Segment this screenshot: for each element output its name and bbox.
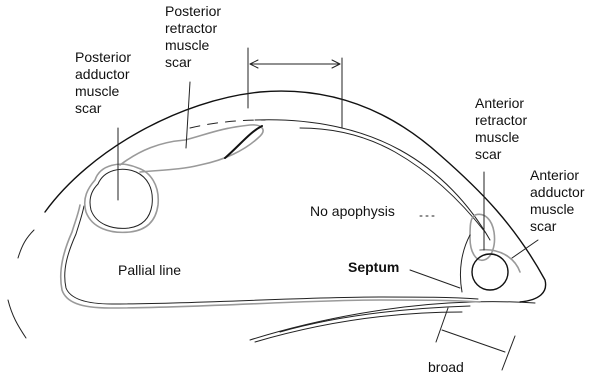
pallial-outline	[61, 205, 480, 308]
label-line: adductor	[75, 66, 130, 82]
broad-dimension-bar	[442, 330, 505, 352]
septum-shape	[460, 235, 470, 292]
label-line: retractor	[165, 20, 217, 36]
label-septum: Septum	[348, 259, 399, 275]
left-bracket-bottom	[8, 300, 26, 338]
label-line: scar	[75, 100, 102, 116]
label-line: muscle	[75, 83, 120, 99]
label-line: retractor	[475, 112, 527, 128]
label-posterior-adductor: Posterior adductor muscle scar	[75, 49, 135, 116]
label-anterior-adductor: Anterior adductor muscle scar	[530, 167, 588, 234]
posterior-retractor-dash	[190, 120, 265, 128]
posterior-retractor-scar-line	[225, 126, 262, 158]
label-line: adductor	[530, 184, 585, 200]
label-line: muscle	[165, 37, 210, 53]
label-broad: broad	[428, 359, 464, 375]
shell-ventral-margin-3	[255, 312, 462, 342]
label-line: Anterior	[475, 95, 524, 111]
leader-septum	[410, 270, 460, 288]
left-bracket-top	[18, 230, 34, 258]
leader-anterior-adductor	[512, 240, 538, 258]
label-line: Posterior	[75, 49, 131, 65]
label-posterior-retractor: Posterior retractor muscle scar	[165, 3, 225, 70]
label-anterior-retractor: Anterior retractor muscle scar	[475, 95, 531, 162]
posterior-retractor-scar-shape	[120, 125, 263, 172]
label-line: Anterior	[530, 167, 579, 183]
anterior-adductor-scar-arc	[480, 250, 520, 272]
posterior-adductor-scar-shape	[85, 164, 159, 232]
posterior-adductor-scar-inner	[90, 169, 152, 228]
broad-tick-left	[436, 308, 448, 342]
label-line: Posterior	[165, 3, 221, 19]
label-pallial-line: Pallial line	[118, 262, 181, 278]
label-line: muscle	[475, 129, 520, 145]
shell-ventral-margin	[250, 302, 535, 340]
label-line: scar	[165, 54, 192, 70]
label-no-apophysis: No apophysis	[310, 203, 395, 219]
shell-hinge-line	[255, 120, 490, 240]
label-line: scar	[530, 218, 557, 234]
label-line: scar	[475, 146, 502, 162]
pallial-outline-inner	[65, 206, 478, 304]
label-line: muscle	[530, 201, 575, 217]
anterior-adductor-scar-shape	[472, 254, 508, 290]
broad-tick-right	[502, 336, 515, 370]
